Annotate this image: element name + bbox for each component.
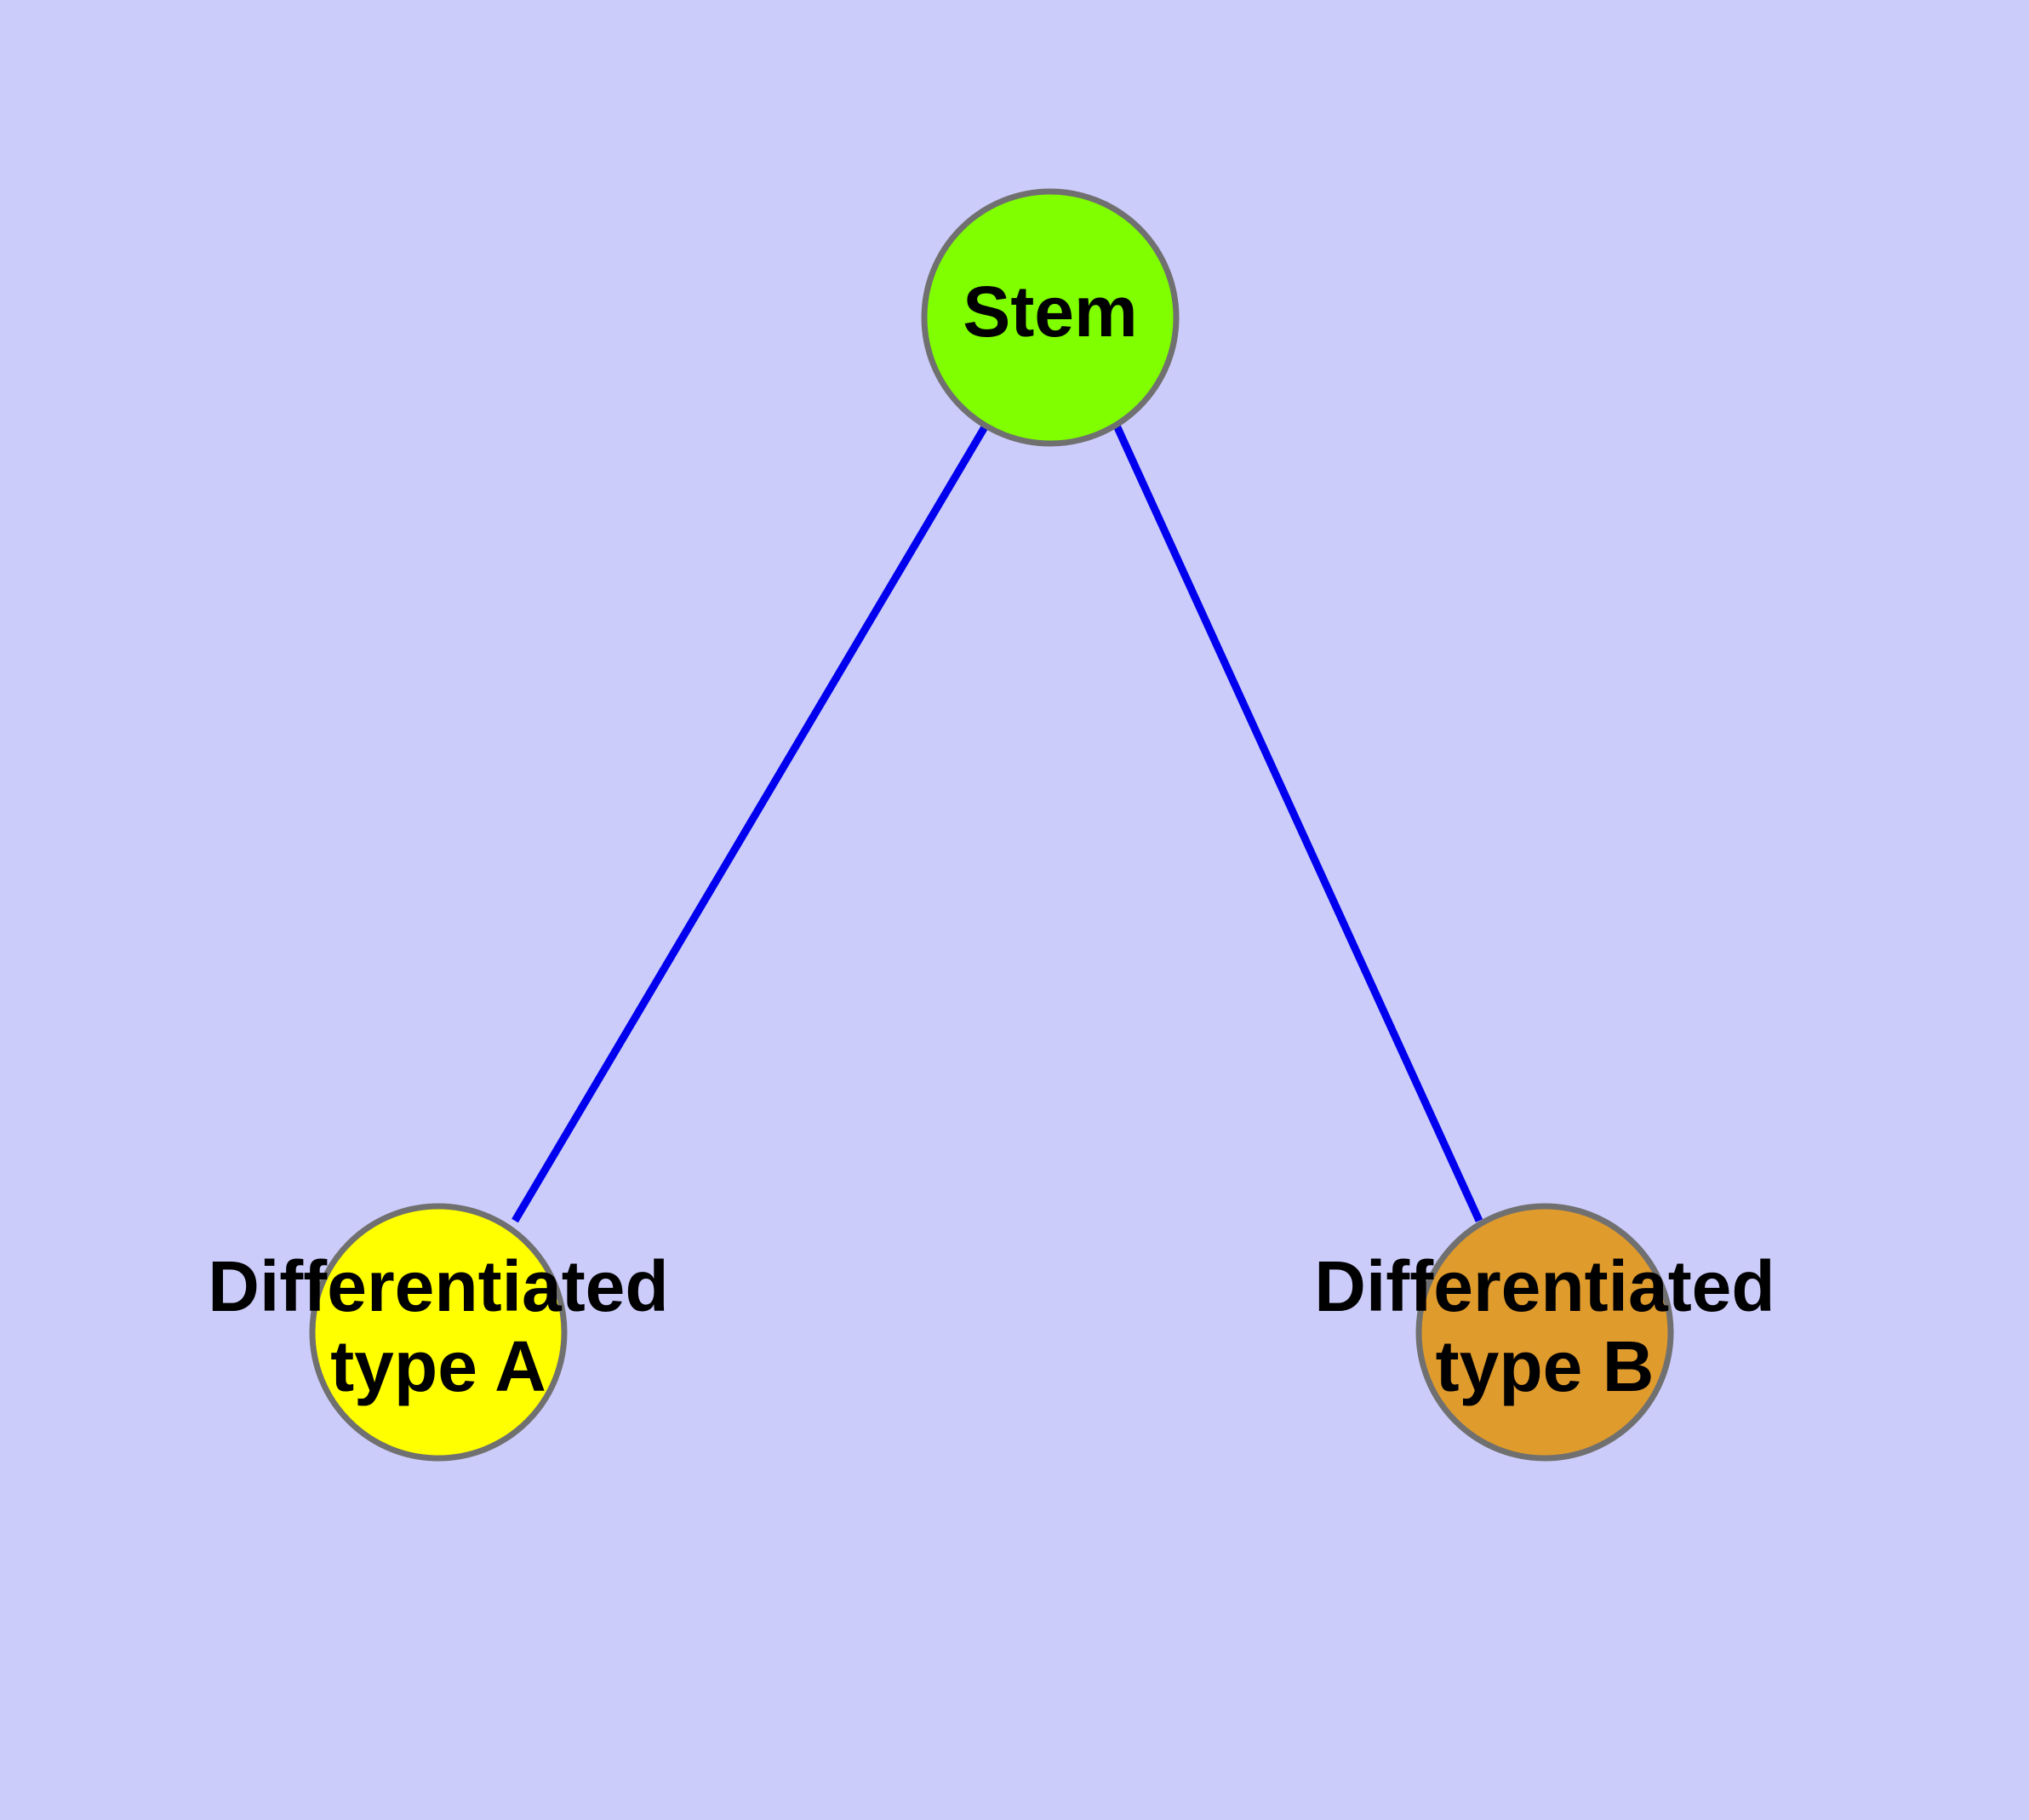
node-label-line: Differentiated <box>208 1246 668 1326</box>
edge-stem-to-diff_a[interactable] <box>512 423 989 1223</box>
node-label-line: Differentiated <box>1314 1246 1775 1326</box>
node-label-stem: Stem <box>963 272 1137 352</box>
node-label-line: type B <box>1436 1326 1655 1406</box>
node-diff_b[interactable] <box>1415 1203 1674 1462</box>
node-stem[interactable] <box>921 188 1180 447</box>
nodes-layer <box>309 188 1674 1462</box>
node-label-line: Stem <box>963 272 1137 352</box>
node-diff_a[interactable] <box>309 1203 568 1462</box>
edge-stem-to-diff_b[interactable] <box>1112 424 1483 1222</box>
node-label-line: type A <box>330 1326 546 1406</box>
edges-layer <box>512 423 1483 1223</box>
